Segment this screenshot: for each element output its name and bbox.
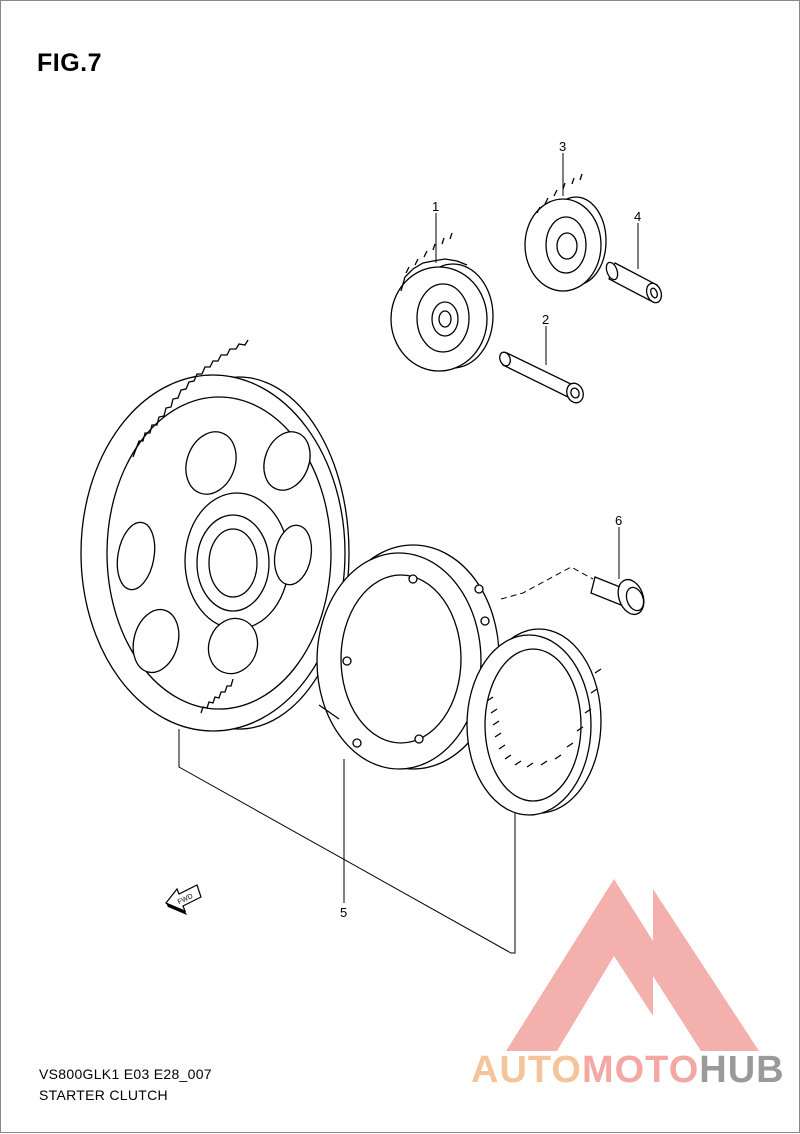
figure-title: FIG.7 — [37, 49, 103, 77]
part-6-bolt — [590, 576, 645, 616]
callout-6: 6 — [615, 513, 622, 528]
part-3-small-gear — [524, 173, 607, 292]
watermark-part-hub: HUB — [699, 1049, 785, 1091]
starter-driven-gear — [80, 339, 350, 732]
part-5-clutch-housing — [316, 544, 500, 770]
watermark-part-auto: AUTO — [471, 1049, 582, 1091]
model-code: VS800GLK1 E03 E28_007 — [39, 1066, 212, 1082]
callout-5: 5 — [340, 905, 347, 920]
fwd-arrow-icon: FWD — [165, 884, 202, 915]
part-4-small-shaft — [605, 261, 663, 304]
callout-2: 2 — [542, 312, 549, 327]
part-5-sprag-bearing — [466, 628, 602, 816]
callout-4: 4 — [634, 209, 641, 224]
callout-3: 3 — [559, 139, 566, 154]
section-name: STARTER CLUTCH — [39, 1087, 168, 1103]
watermark-text: AUTOMOTOHUB — [471, 1049, 785, 1092]
watermark-part-moto: MOTO — [581, 1049, 700, 1091]
part-2-shaft — [499, 351, 584, 404]
part-1-idle-gear — [390, 232, 494, 372]
watermark-logo-icon — [506, 879, 759, 1051]
leader-lines — [178, 153, 639, 954]
callout-1: 1 — [432, 199, 439, 214]
